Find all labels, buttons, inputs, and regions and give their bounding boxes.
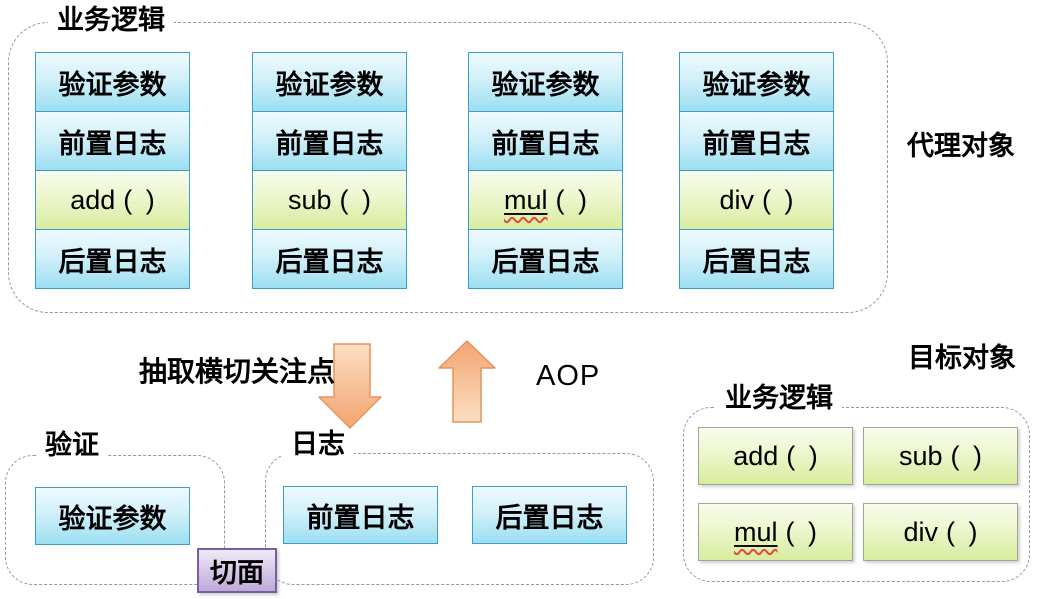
- cell-label: 后置日志: [58, 246, 167, 277]
- pre-log-cell: 前置日志: [35, 111, 190, 171]
- up-arrow-icon: [438, 340, 496, 423]
- proxy-method-column: 验证参数 前置日志 div( ) 后置日志: [679, 52, 834, 289]
- box-label: 前置日志: [306, 502, 415, 533]
- spellcheck-underline: mul: [504, 184, 548, 215]
- cell-label: 前置日志: [491, 128, 600, 159]
- target-group-label: 业务逻辑: [716, 383, 842, 415]
- validate-params-cell: 验证参数: [679, 52, 834, 112]
- aop-label: AOP: [536, 360, 601, 392]
- proxy-method-column: 验证参数 前置日志 add( ) 后置日志: [35, 52, 190, 289]
- cell-label: 验证参数: [275, 69, 384, 100]
- validate-group-label: 验证: [36, 430, 108, 462]
- pre-log-cell: 前置日志: [679, 111, 834, 171]
- post-log-cell: 后置日志: [468, 229, 623, 289]
- cell-label: 前置日志: [58, 128, 167, 159]
- target-side-label: 目标对象: [908, 343, 1016, 373]
- cell-label: 前置日志: [275, 128, 384, 159]
- cell-label: 后置日志: [491, 246, 600, 277]
- method-name: add: [70, 184, 116, 215]
- pre-log-cell: 前置日志: [252, 111, 407, 171]
- method-name: sub: [898, 440, 943, 471]
- down-arrow-icon: [318, 343, 382, 429]
- cell-label: 后置日志: [275, 246, 384, 277]
- validate-aspect-group: [5, 455, 225, 585]
- proxy-method-column: 验证参数 前置日志 mul( ) 后置日志: [468, 52, 623, 289]
- method-parens: ( ): [123, 184, 155, 215]
- validate-params-cell: 验证参数: [35, 52, 190, 112]
- aspect-badge: 切面: [197, 548, 277, 593]
- method-parens: ( ): [339, 184, 372, 215]
- proxy-group-label: 业务逻辑: [48, 5, 174, 37]
- target-method-box: mul( ): [698, 503, 853, 561]
- method-name: div: [903, 516, 939, 547]
- pre-log-cell: 前置日志: [468, 111, 623, 171]
- target-method-box: sub( ): [863, 427, 1018, 485]
- extract-concerns-label: 抽取横切关注点: [139, 356, 336, 387]
- method-parens: ( ): [555, 184, 587, 215]
- pre-log-box: 前置日志: [283, 486, 438, 544]
- target-method-box: add( ): [698, 427, 853, 485]
- box-label: 后置日志: [495, 502, 604, 533]
- cell-label: 后置日志: [702, 246, 811, 277]
- cell-label: 前置日志: [702, 128, 811, 159]
- cell-label: 验证参数: [702, 69, 811, 100]
- box-label: 验证参数: [58, 503, 167, 534]
- target-object-group: [683, 407, 1030, 582]
- method-name: mul: [734, 517, 778, 548]
- method-cell: div( ): [679, 170, 834, 230]
- method-parens: ( ): [785, 516, 817, 547]
- post-log-cell: 后置日志: [35, 229, 190, 289]
- post-log-box: 后置日志: [472, 486, 627, 544]
- validate-params-cell: 验证参数: [468, 52, 623, 112]
- method-name: div: [719, 184, 755, 215]
- proxy-method-column: 验证参数 前置日志 sub( ) 后置日志: [252, 52, 407, 289]
- method-cell: sub( ): [252, 170, 407, 230]
- method-parens: ( ): [950, 440, 983, 471]
- method-name: sub: [287, 184, 332, 215]
- spellcheck-underline: mul: [734, 516, 778, 547]
- log-aspect-group: [265, 453, 654, 585]
- method-cell: mul( ): [468, 170, 623, 230]
- method-cell: add( ): [35, 170, 190, 230]
- post-log-cell: 后置日志: [252, 229, 407, 289]
- method-name: add: [733, 440, 779, 471]
- log-group-label: 日志: [282, 429, 354, 461]
- proxy-side-label: 代理对象: [907, 131, 1015, 161]
- cell-label: 验证参数: [491, 69, 600, 100]
- post-log-cell: 后置日志: [679, 229, 834, 289]
- cell-label: 验证参数: [58, 69, 167, 100]
- aspect-badge-label: 切面: [210, 558, 264, 588]
- proxy-object-group: [8, 22, 888, 313]
- target-method-box: div( ): [863, 503, 1018, 561]
- validate-params-cell: 验证参数: [252, 52, 407, 112]
- method-parens: ( ): [762, 184, 794, 215]
- validate-params-box: 验证参数: [35, 487, 190, 545]
- method-parens: ( ): [946, 516, 978, 547]
- method-name: mul: [504, 185, 548, 216]
- method-parens: ( ): [786, 440, 818, 471]
